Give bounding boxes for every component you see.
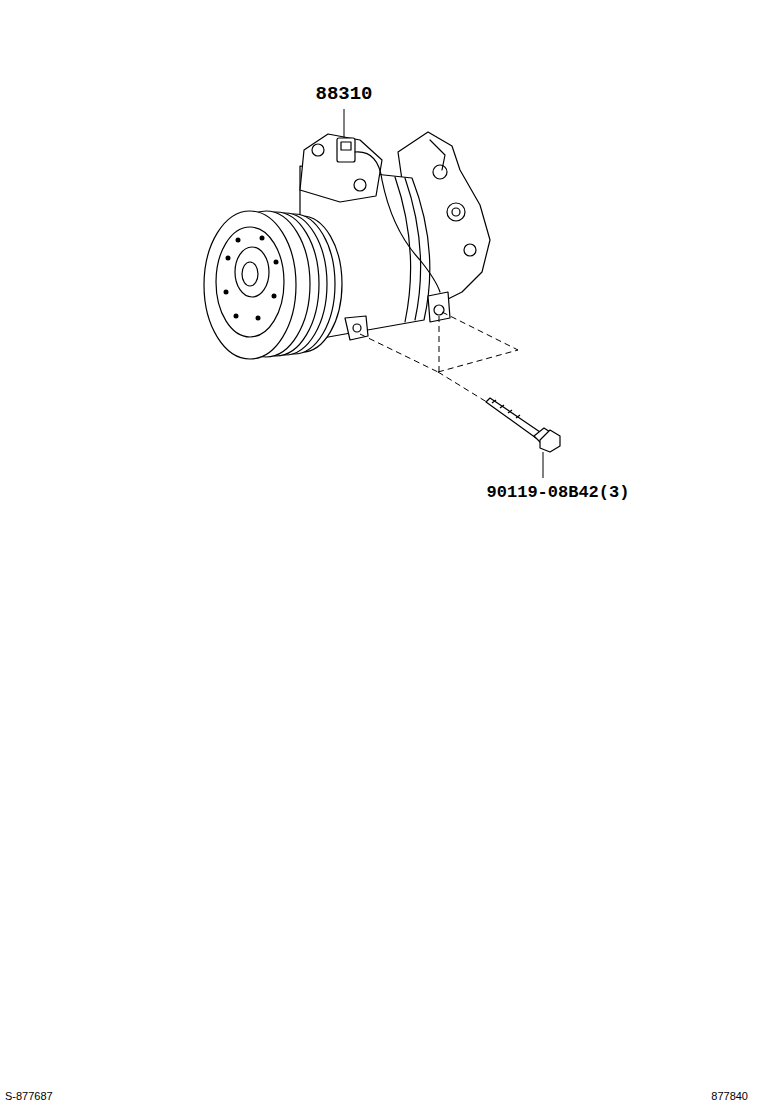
illustration-id: S-877687	[5, 1091, 53, 1102]
pulley-face	[204, 211, 296, 359]
port	[464, 244, 476, 256]
body-seam	[405, 178, 421, 320]
install-line	[360, 312, 518, 404]
clutch-plate	[216, 227, 284, 337]
part-number: 90119-08B42(3)	[487, 484, 630, 501]
port	[433, 165, 447, 179]
bolt	[486, 398, 560, 452]
leader-line	[344, 109, 543, 478]
mount-hole	[353, 324, 361, 332]
mount-hole	[434, 305, 444, 315]
rivets	[224, 236, 279, 321]
hub-nut	[242, 262, 258, 286]
connector-plug	[337, 138, 355, 162]
connector-plug	[341, 142, 351, 150]
body-seam	[395, 177, 411, 322]
mount-ear	[300, 134, 382, 202]
illustration-id: 877840	[711, 1091, 748, 1102]
port	[452, 208, 460, 216]
mount-hole	[354, 179, 366, 191]
mount-hole	[312, 144, 324, 156]
wire	[355, 152, 440, 292]
callout-number: 88310	[315, 85, 372, 104]
port	[447, 203, 465, 221]
hub	[235, 247, 269, 297]
housing-edge	[430, 140, 445, 170]
